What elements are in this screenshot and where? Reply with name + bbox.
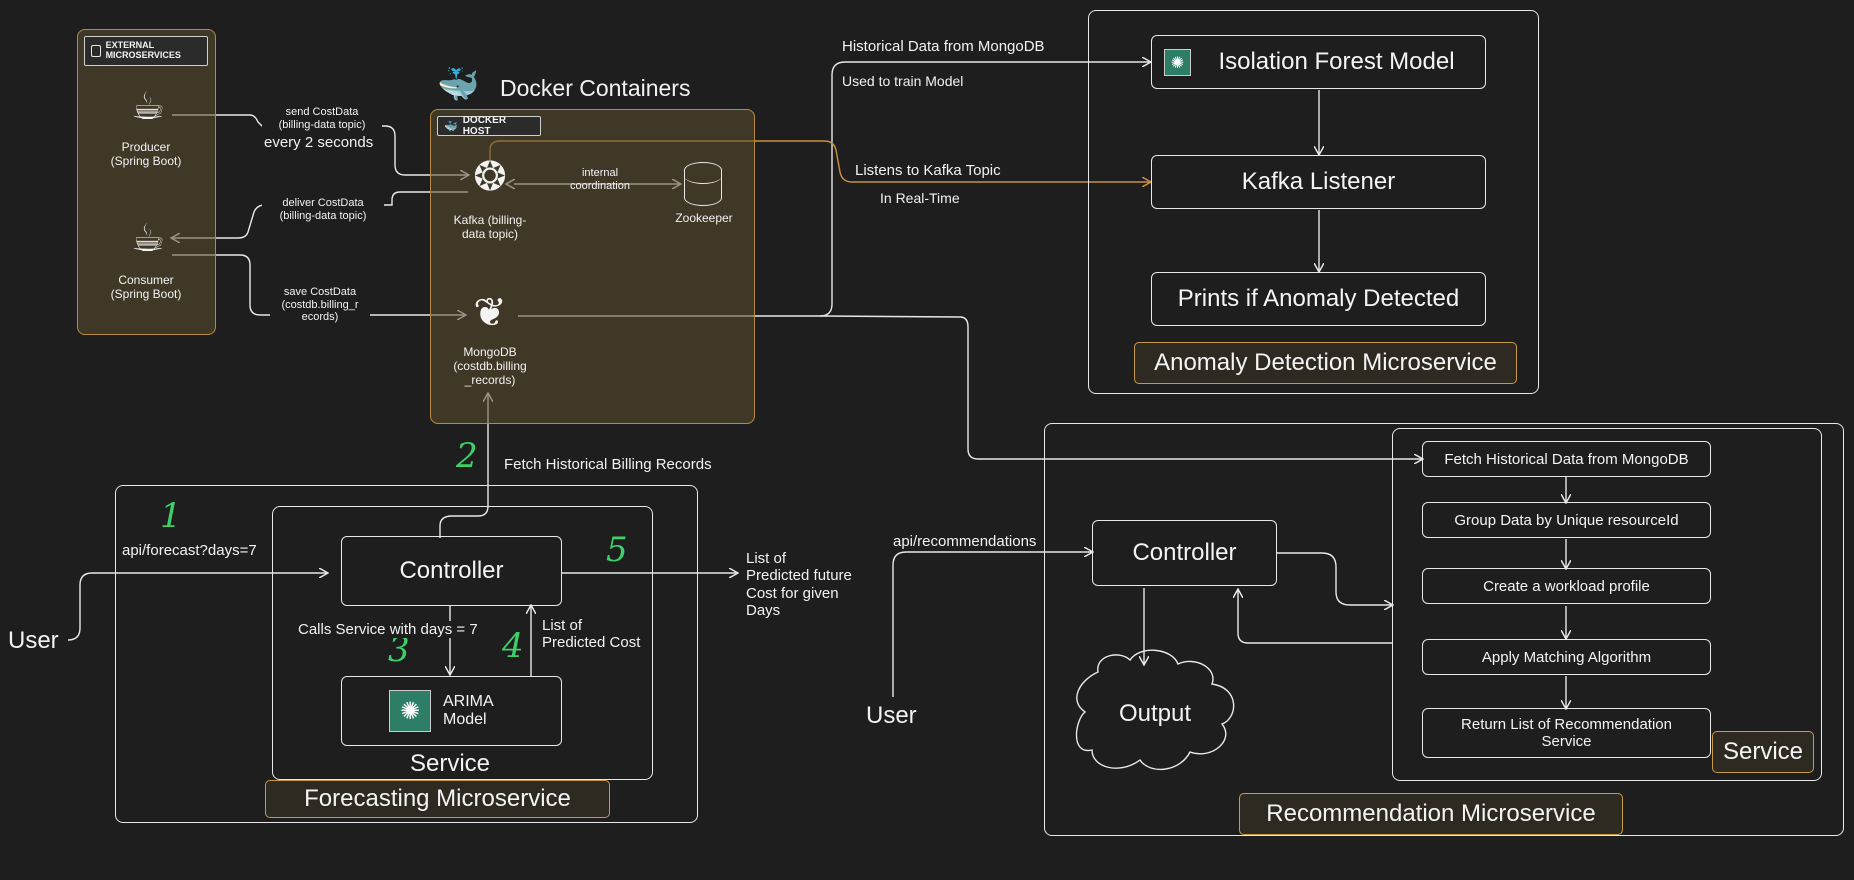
internal-coordination-label: internal coordination: [570, 167, 630, 192]
edge-send-costdata: [172, 114, 468, 175]
arima-model-box[interactable]: ✺ ARIMA Model: [341, 676, 562, 746]
step-2-number: 2: [456, 436, 478, 476]
recommendation-service-container: [1392, 428, 1822, 781]
recommendation-service-label: Service: [1712, 731, 1814, 773]
edge-controller-service: [1277, 552, 1392, 605]
realtime-label: In Real-Time: [880, 190, 960, 206]
producer-label: Producer (Spring Boot): [110, 140, 182, 168]
edge-service-controller: [1238, 590, 1392, 644]
edge-api-recommendations: [892, 552, 1092, 697]
external-microservices-container: [77, 29, 216, 335]
forecast-service-container: [272, 506, 653, 780]
rec-step-fetch[interactable]: Fetch Historical Data from MongoDB: [1422, 441, 1711, 477]
rec-step-matching[interactable]: Apply Matching Algorithm: [1422, 639, 1711, 675]
step-4-number: 4: [502, 626, 524, 666]
consumer-label: Consumer (Spring Boot): [110, 273, 182, 301]
edge-fetch-historical: [439, 394, 488, 538]
calls-service-label: Calls Service with days = 7: [298, 621, 478, 639]
rec-step-profile[interactable]: Create a workload profile: [1422, 568, 1711, 604]
recommendation-user-label: User: [866, 702, 917, 729]
rec-step-return[interactable]: Return List of Recommendation Service: [1422, 708, 1711, 758]
step-3-number: 3: [388, 630, 410, 670]
recommendation-title: Recommendation Microservice: [1239, 793, 1623, 835]
docker-containers-title: Docker Containers: [500, 75, 691, 101]
anomaly-detection-title: Anomaly Detection Microservice: [1134, 342, 1517, 384]
step-1-number: 1: [160, 496, 182, 536]
edge-deliver-costdata: [172, 191, 468, 238]
openai-logo-icon: ✺: [1164, 49, 1191, 76]
java-icon-consumer: ☕: [130, 218, 166, 260]
api-recommendations-label: api/recommendations: [893, 533, 1037, 550]
list-future-cost-label: List of Predicted future Cost for given …: [746, 550, 852, 619]
api-forecast-label: api/forecast?days=7: [122, 542, 257, 559]
historical-data-label: Historical Data from MongoDB: [842, 38, 1045, 55]
kafka-listener-box[interactable]: Kafka Listener: [1151, 155, 1486, 209]
forecasting-container: [115, 485, 698, 823]
edge-mongo-to-recommendation: [819, 315, 1422, 459]
isolation-forest-box[interactable]: ✺ Isolation Forest Model: [1151, 35, 1486, 89]
rec-step-group[interactable]: Group Data by Unique resourceId: [1422, 502, 1711, 538]
edge-api-forecast: [67, 573, 327, 641]
forecasting-title: Forecasting Microservice: [265, 780, 610, 818]
mongodb-label: MongoDB (costdb.billing _records): [453, 345, 527, 387]
every-2-seconds-label: every 2 seconds: [264, 134, 374, 151]
save-costdata-label: save CostData (costdb.billing_r ecords): [270, 286, 370, 324]
train-model-label: Used to train Model: [842, 73, 964, 89]
forecast-user-label: User: [8, 627, 59, 654]
listens-kafka-label: Listens to Kafka Topic: [855, 162, 1001, 179]
send-costdata-label: send CostData (billing-data topic): [262, 106, 382, 132]
docker-small-icon: 🐳: [444, 120, 458, 133]
fetch-historical-label: Fetch Historical Billing Records: [504, 456, 712, 473]
output-label: Output: [1118, 700, 1192, 727]
openai-logo-icon: ✺: [389, 690, 431, 732]
forecast-service-label: Service: [409, 750, 491, 777]
kafka-label: Kafka (billing- data topic): [453, 213, 527, 241]
forecast-controller-box[interactable]: Controller: [341, 536, 562, 606]
anomaly-detection-container: [1088, 10, 1539, 394]
java-icon-producer: ☕: [130, 86, 166, 128]
edge-save-costdata: [172, 254, 465, 315]
output-cloud: [1075, 649, 1235, 771]
kafka-icon: ❂: [473, 155, 507, 199]
list-predicted-cost-label: List of Predicted Cost: [542, 617, 641, 652]
docker-host-container: [430, 109, 755, 424]
docker-whale-icon: 🐳: [437, 66, 480, 104]
server-icon: [91, 45, 101, 57]
database-icon: [684, 162, 722, 206]
zookeeper-label: Zookeeper: [675, 211, 733, 225]
external-microservices-tag: EXTERNAL MICROSERVICES: [84, 36, 208, 66]
deliver-costdata-label: deliver CostData (billing-data topic): [262, 197, 384, 223]
prints-anomaly-box[interactable]: Prints if Anomaly Detected: [1151, 272, 1486, 326]
database-icon-ring: [684, 168, 722, 184]
recommendation-controller-box[interactable]: Controller: [1092, 520, 1277, 586]
step-5-number: 5: [606, 530, 628, 570]
mongodb-leaf-icon: ❦: [473, 291, 507, 335]
docker-host-tag: 🐳 DOCKER HOST: [437, 115, 541, 137]
recommendation-container: [1044, 423, 1844, 836]
